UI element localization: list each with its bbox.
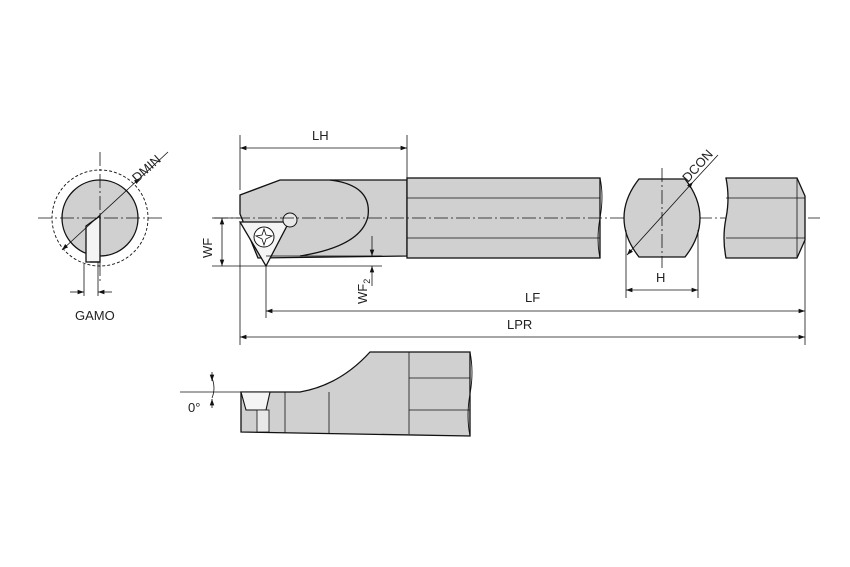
wf2-label: WF2 bbox=[355, 279, 372, 304]
shank-end bbox=[723, 177, 806, 259]
lpr-label: LPR bbox=[507, 317, 532, 332]
dcon-dimension-line bbox=[626, 181, 694, 256]
top-view: 0° bbox=[180, 351, 473, 437]
lh-label: LH bbox=[312, 128, 329, 143]
top-view-break-line bbox=[467, 351, 473, 437]
lf-label: LF bbox=[525, 290, 540, 305]
shank-section: DCON H bbox=[623, 147, 719, 298]
end-view-dmin: DMIN GAMO bbox=[38, 151, 169, 323]
clamp-screw-hole bbox=[282, 212, 298, 228]
shank-end-body bbox=[723, 177, 806, 259]
top-view-body bbox=[240, 351, 471, 437]
h-label: H bbox=[656, 270, 665, 285]
top-view-insert bbox=[240, 391, 271, 411]
side-view: LH WF WF2 LF LPR bbox=[200, 128, 820, 345]
dmin-dimension-line bbox=[61, 177, 141, 251]
dcon-label: DCON bbox=[679, 147, 716, 185]
dmin-label: DMIN bbox=[129, 152, 164, 185]
angle-label: 0° bbox=[188, 400, 200, 415]
wf-label: WF bbox=[200, 238, 215, 258]
gamo-label: GAMO bbox=[75, 308, 115, 323]
